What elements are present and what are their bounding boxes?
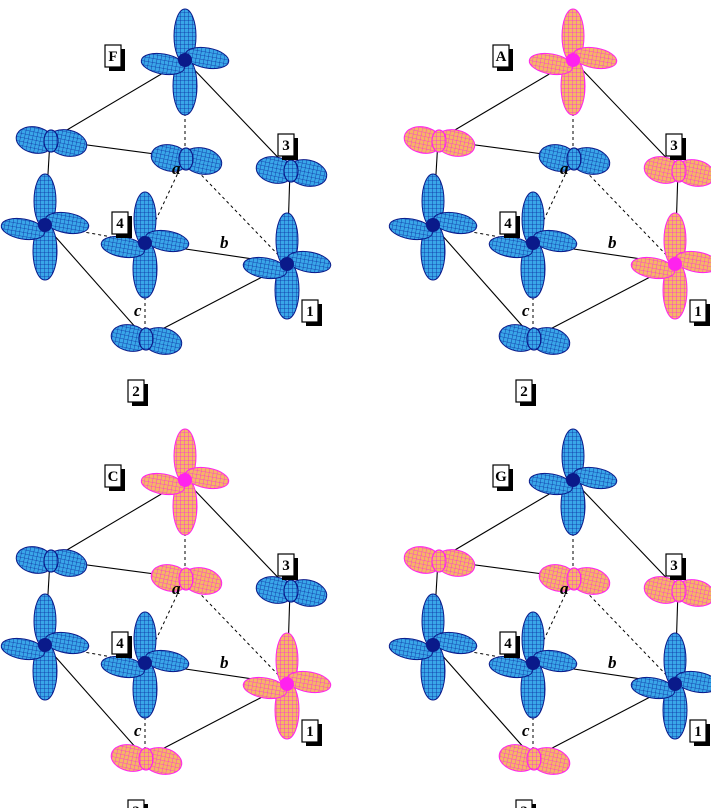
blue-clover-orbital	[630, 632, 711, 740]
panel-title-text: G	[495, 469, 507, 485]
site-label-3-text: 3	[282, 558, 290, 574]
pink-dumbbell-orbital	[643, 576, 711, 607]
blue-clover-orbital	[488, 611, 578, 719]
site-label-1-text: 1	[306, 724, 314, 740]
blue-dumbbell-orbital	[15, 126, 88, 157]
site-label-4-text: 4	[504, 216, 512, 232]
panel-title: A	[492, 44, 513, 71]
site-label-4: 4	[111, 631, 132, 658]
pink-dumbbell-orbital	[538, 564, 611, 595]
site-label-3-text: 3	[670, 558, 678, 574]
pink-dumbbell-orbital	[150, 564, 223, 595]
site-label-1: 1	[689, 719, 710, 746]
pink-clover-orbital	[242, 632, 332, 740]
blue-clover-orbital	[528, 428, 618, 536]
blue-clover-orbital	[388, 593, 478, 701]
site-label-2: 2	[127, 799, 148, 808]
site-label-4: 4	[111, 211, 132, 238]
pink-clover-orbital	[630, 212, 711, 320]
blue-clover-orbital	[100, 191, 190, 299]
site-label-2: 2	[127, 379, 148, 406]
site-label-2-text: 2	[520, 804, 528, 808]
site-label-3: 3	[277, 133, 298, 160]
blue-clover-orbital	[100, 611, 190, 719]
axis-label-b: b	[608, 233, 617, 252]
blue-clover-orbital	[488, 191, 578, 299]
blue-dumbbell-orbital	[538, 144, 611, 175]
axis-label-b: b	[220, 653, 229, 672]
axis-label-c: c	[522, 301, 530, 320]
axis-label-a: a	[560, 579, 569, 598]
site-label-3: 3	[665, 553, 686, 580]
blue-clover-orbital	[242, 212, 332, 320]
site-label-1-text: 1	[694, 304, 702, 320]
axis-label-a: a	[560, 159, 569, 178]
pink-dumbbell-orbital	[403, 546, 476, 577]
axis-label-c: c	[522, 721, 530, 740]
site-label-2: 2	[515, 799, 536, 808]
pink-clover-orbital	[528, 8, 618, 116]
panel-title-text: F	[108, 49, 117, 65]
blue-dumbbell-orbital	[15, 546, 88, 577]
site-label-3: 3	[277, 553, 298, 580]
site-label-1: 1	[301, 719, 322, 746]
blue-clover-orbital	[388, 173, 478, 281]
site-label-3-text: 3	[670, 138, 678, 154]
axis-label-b: b	[608, 653, 617, 672]
panel-g: G 1 2 3 4 a b c	[388, 428, 711, 808]
axis-label-b: b	[220, 233, 229, 252]
site-label-1-text: 1	[306, 304, 314, 320]
panel-title: C	[104, 464, 125, 491]
pink-dumbbell-orbital	[110, 744, 183, 775]
panel-c: C 1 2 3 4 a b c	[0, 428, 332, 808]
site-label-4: 4	[499, 211, 520, 238]
site-label-4-text: 4	[504, 636, 512, 652]
pink-clover-orbital	[140, 428, 230, 536]
panel-title: F	[104, 44, 125, 71]
lattice-edges	[432, 479, 679, 759]
site-label-1-text: 1	[694, 724, 702, 740]
site-label-1: 1	[689, 299, 710, 326]
blue-dumbbell-orbital	[255, 576, 328, 607]
blue-dumbbell-orbital	[255, 156, 328, 187]
axis-label-c: c	[134, 721, 142, 740]
lattice-edges	[432, 59, 679, 339]
blue-dumbbell-orbital	[110, 324, 183, 355]
axis-label-a: a	[172, 579, 181, 598]
pink-dumbbell-orbital	[403, 126, 476, 157]
site-label-2: 2	[515, 379, 536, 406]
lattice-edges	[44, 479, 291, 759]
panel-title-text: A	[496, 49, 507, 65]
panel-title: G	[492, 464, 513, 491]
panel-f: F 1 2 3 4 a b c	[0, 8, 332, 406]
blue-clover-orbital	[140, 8, 230, 116]
pink-dumbbell-orbital	[643, 156, 711, 187]
site-label-4-text: 4	[116, 636, 124, 652]
site-label-2-text: 2	[520, 384, 528, 400]
blue-clover-orbital	[0, 593, 90, 701]
blue-dumbbell-orbital	[498, 324, 571, 355]
blue-clover-orbital	[0, 173, 90, 281]
site-label-2-text: 2	[132, 384, 140, 400]
site-label-1: 1	[301, 299, 322, 326]
panel-title-text: C	[108, 469, 119, 485]
site-label-3-text: 3	[282, 138, 290, 154]
site-label-3: 3	[665, 133, 686, 160]
blue-dumbbell-orbital	[150, 144, 223, 175]
panel-a: A 1 2 3 4 a b c	[388, 8, 711, 406]
lattice-edges	[44, 59, 291, 339]
site-label-4-text: 4	[116, 216, 124, 232]
pink-dumbbell-orbital	[498, 744, 571, 775]
site-label-4: 4	[499, 631, 520, 658]
axis-label-a: a	[172, 159, 181, 178]
site-label-2-text: 2	[132, 804, 140, 808]
axis-label-c: c	[134, 301, 142, 320]
